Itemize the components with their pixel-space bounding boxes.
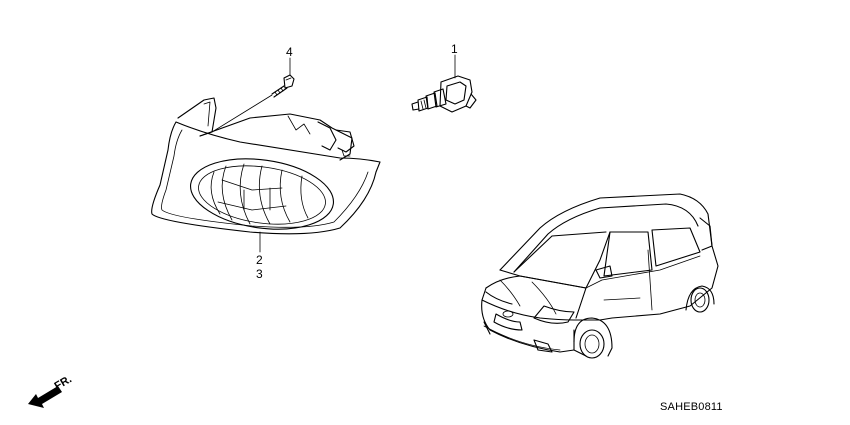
screw-to-housing-line [211, 94, 273, 133]
front-arrow-icon [28, 386, 62, 408]
front-direction-label: FR. [53, 373, 74, 392]
callout-3: 3 [256, 267, 263, 281]
vehicle-locator-car [481, 193, 719, 359]
screw-icon[interactable] [271, 74, 295, 98]
callout-2: 2 [256, 253, 263, 267]
callout-4: 4 [286, 45, 293, 59]
callout-1: 1 [451, 42, 458, 56]
fog-light-assembly[interactable] [151, 97, 381, 238]
halogen-bulb-icon[interactable] [411, 75, 477, 113]
diagram-code: SAHEB0811 [660, 401, 723, 413]
